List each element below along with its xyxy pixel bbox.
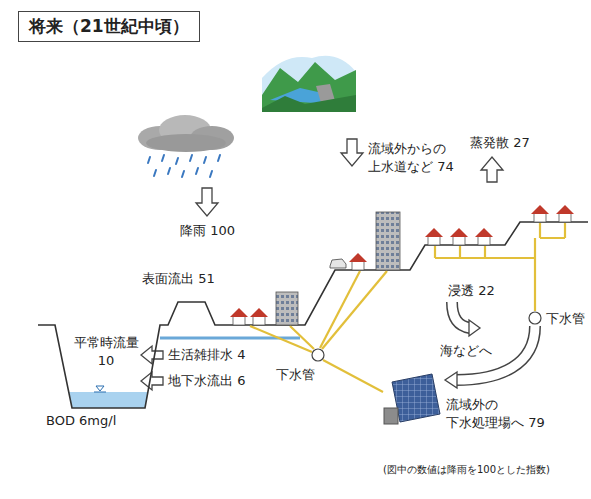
sewer-pipe-label: 下水管 — [276, 366, 315, 384]
manhole — [312, 349, 324, 361]
sewer-pipe-label: 下水管 — [546, 310, 585, 328]
evapotranspiration-label: 蒸発散 27 — [470, 134, 530, 152]
diagram-caption: (図中の数値は降雨を100とした指数) — [383, 463, 550, 477]
river-water — [69, 386, 148, 408]
sewer-pipes — [250, 223, 565, 392]
domestic-wastewater-label: 生活雑排水 4 — [168, 346, 245, 364]
treatment-plant — [384, 374, 440, 424]
town — [230, 205, 574, 325]
to-sea-label: 海などへ — [440, 342, 492, 360]
manhole — [529, 312, 541, 324]
water-supply-label: 流域外からの 上水道など 74 — [368, 140, 464, 175]
surface-runoff-label: 表面流出 51 — [142, 270, 215, 288]
infiltration-label: 浸透 22 — [448, 282, 495, 300]
dam-scene — [262, 56, 356, 112]
treatment-plant-label: 流域外の 下水処理場へ 79 — [446, 396, 558, 431]
rain-cloud — [138, 115, 234, 177]
base-flow-label: 平常時流量 10 — [70, 334, 142, 369]
diagram-title: 将来（21世紀中頃） — [18, 11, 200, 42]
groundwater-outflow-label: 地下水流出 6 — [168, 372, 245, 390]
bod-label: BOD 6mg/l — [46, 412, 116, 430]
rainfall-label: 降雨 100 — [180, 222, 235, 240]
ground-profile — [38, 222, 588, 408]
flow-arrows — [141, 139, 503, 390]
